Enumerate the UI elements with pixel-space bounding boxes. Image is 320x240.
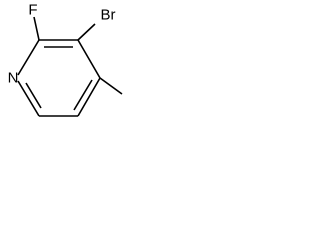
- bond-c3-br: [77, 23, 96, 41]
- bond-c4-c5: [77, 77, 101, 117]
- bond-c6-n-inner: [25, 82, 42, 109]
- bond-c4-methyl: [99, 77, 123, 95]
- bond-c2-f: [33, 16, 40, 41]
- bond-n-c2: [17, 39, 40, 76]
- bond-c3-c4: [77, 39, 101, 79]
- chemical-structure-diagram: N F Br: [0, 0, 145, 155]
- background: [0, 0, 145, 155]
- atom-label-bromine: Br: [101, 7, 116, 24]
- atom-label-nitrogen: N: [8, 70, 19, 87]
- atom-label-fluorine: F: [28, 2, 37, 19]
- bond-c4-c5-inner: [73, 79, 93, 111]
- bond-c6-n: [17, 80, 40, 117]
